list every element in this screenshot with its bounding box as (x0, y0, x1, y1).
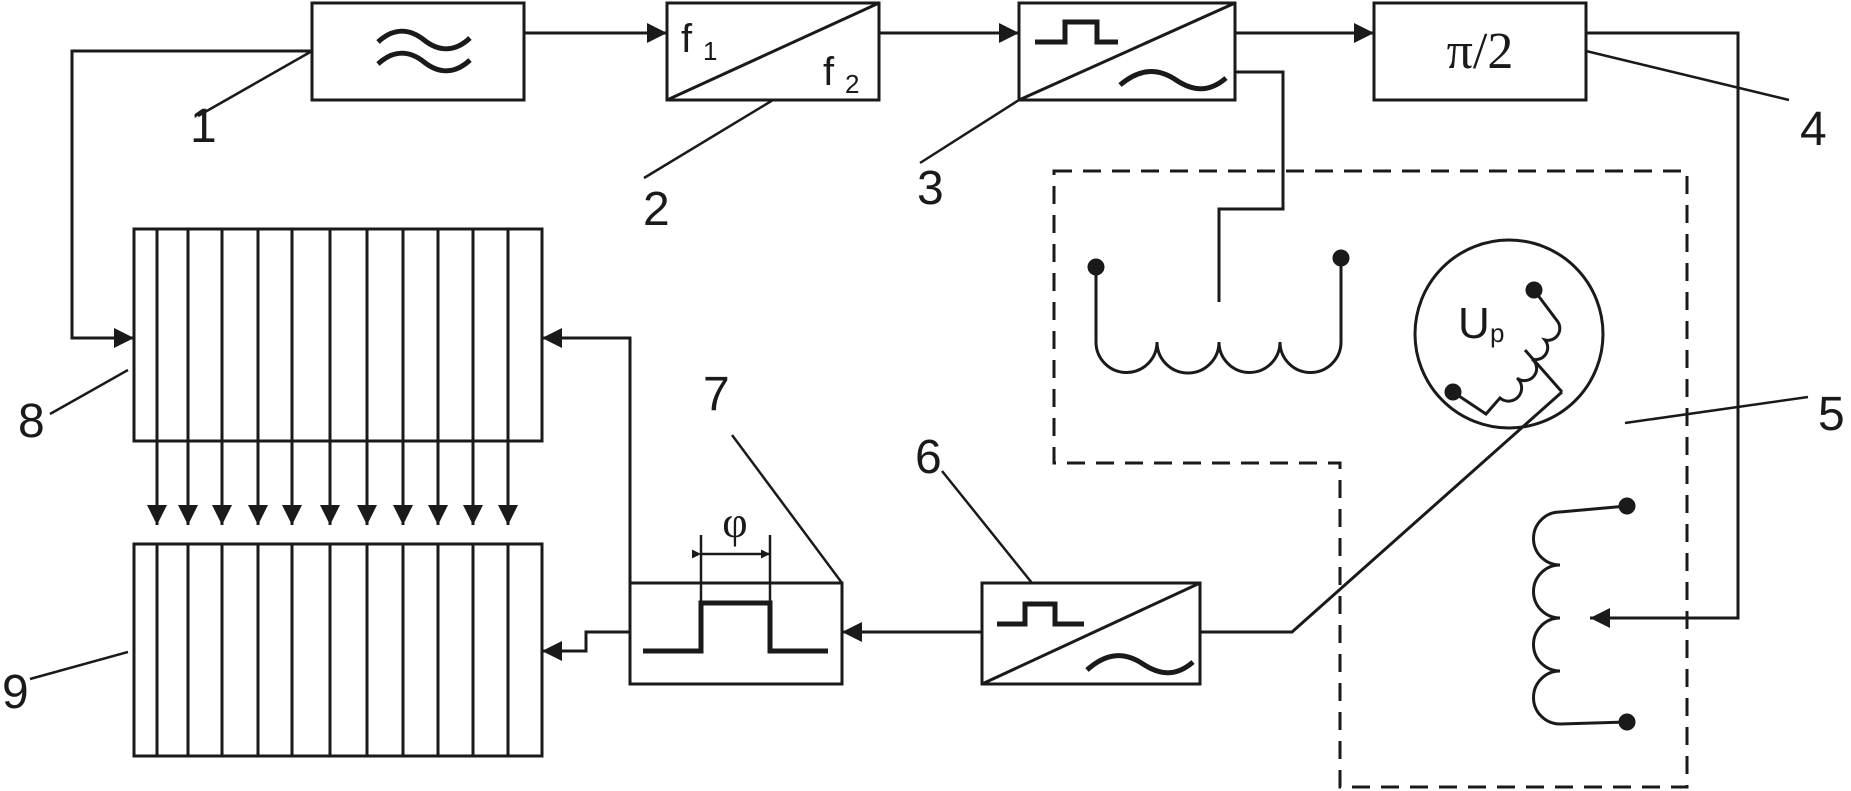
label-5: 5 (1818, 388, 1845, 441)
divider-f1-subscript: 1 (703, 36, 717, 66)
label-3: 3 (917, 162, 944, 215)
stator-winding-upper (1087, 249, 1350, 375)
generator-block (310, 1, 526, 102)
label-1: 1 (190, 100, 217, 153)
phase-pulse-block (628, 535, 844, 686)
signal-connections (70, 23, 1740, 661)
phase-symbol: φ (722, 498, 747, 547)
resolver-enclosure (1052, 169, 1689, 789)
rotor (1413, 238, 1605, 430)
rotor-voltage-subscript: p (1490, 318, 1504, 348)
divider-f2-subscript: 2 (845, 69, 859, 99)
block-texts: f 1 f 2 π/2 φ U p (681, 17, 1513, 547)
label-7: 7 (703, 368, 730, 421)
rotor-voltage-label: U (1458, 299, 1490, 348)
numbered-labels: 1 2 3 4 5 6 7 8 9 (2, 100, 1845, 719)
divider-f1-label: f (681, 17, 693, 61)
output-register-block (132, 542, 544, 758)
divider-f2-label: f (823, 50, 835, 94)
sine-pulse-converter-block (980, 581, 1202, 686)
label-leaders (29, 49, 1809, 681)
label-9: 9 (2, 666, 29, 719)
label-6: 6 (915, 431, 942, 484)
label-4: 4 (1800, 103, 1827, 156)
pulse-sine-converter-block (1017, 1, 1237, 102)
label-8: 8 (18, 395, 45, 448)
phase-shifter-label: π/2 (1447, 23, 1514, 80)
stator-winding-lower (1532, 497, 1636, 731)
counter-block (132, 227, 544, 525)
label-2: 2 (643, 183, 670, 236)
